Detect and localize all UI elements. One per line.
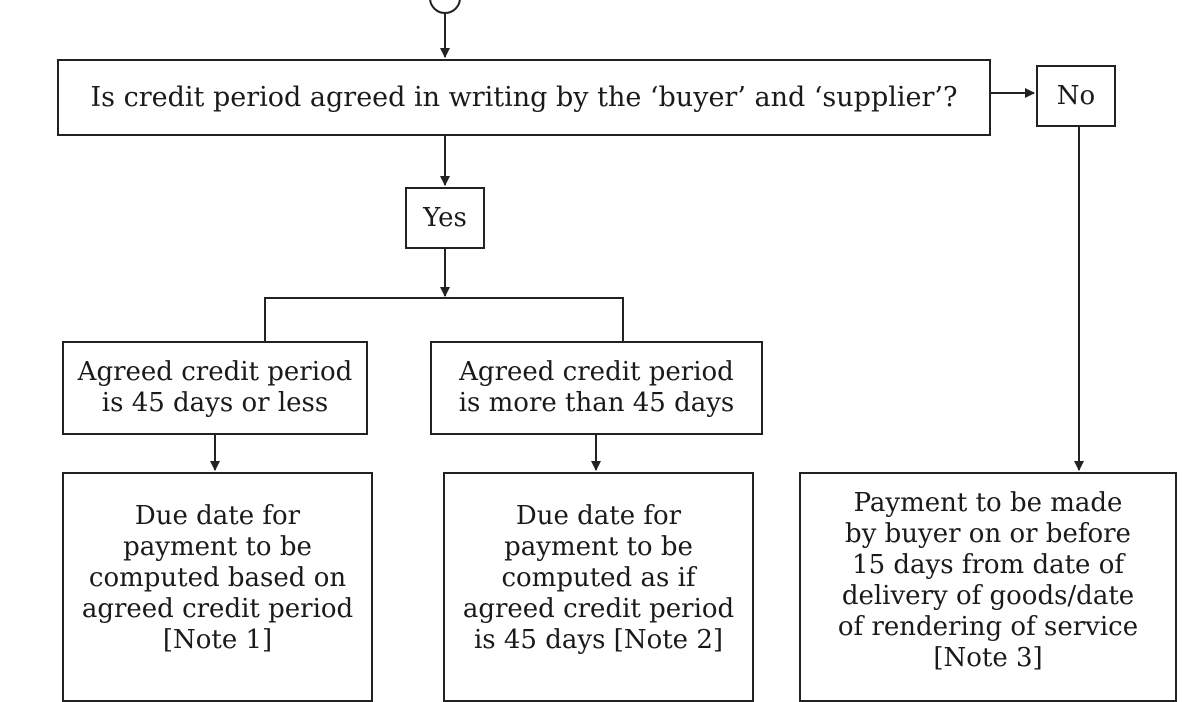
result-note-3-text: Payment to be made by buyer on or before… (837, 488, 1139, 673)
decision-question-text: Is credit period agreed in writing by th… (90, 82, 958, 113)
split-bracket (264, 297, 624, 341)
result-note-2-text: Due date for payment to be computed as i… (462, 501, 735, 655)
no-label: No (1056, 80, 1096, 111)
branch-more-than-45-box: Agreed credit period is more than 45 day… (430, 341, 763, 435)
result-note-1-box: Due date for payment to be computed base… (62, 472, 373, 702)
start-connector-circle (429, 0, 461, 14)
yes-box: Yes (405, 187, 485, 249)
connector-layer (210, 0, 1084, 471)
branch-more-than-45-text: Agreed credit period is more than 45 day… (458, 357, 735, 418)
branch-45-or-less-box: Agreed credit period is 45 days or less (62, 341, 368, 435)
no-box: No (1036, 65, 1116, 127)
result-note-3-box: Payment to be made by buyer on or before… (799, 472, 1177, 702)
result-note-2-box: Due date for payment to be computed as i… (443, 472, 754, 702)
yes-label: Yes (423, 202, 467, 233)
branch-45-or-less-text: Agreed credit period is 45 days or less (77, 357, 353, 418)
result-note-1-text: Due date for payment to be computed base… (81, 501, 354, 655)
decision-question-box: Is credit period agreed in writing by th… (57, 59, 991, 136)
